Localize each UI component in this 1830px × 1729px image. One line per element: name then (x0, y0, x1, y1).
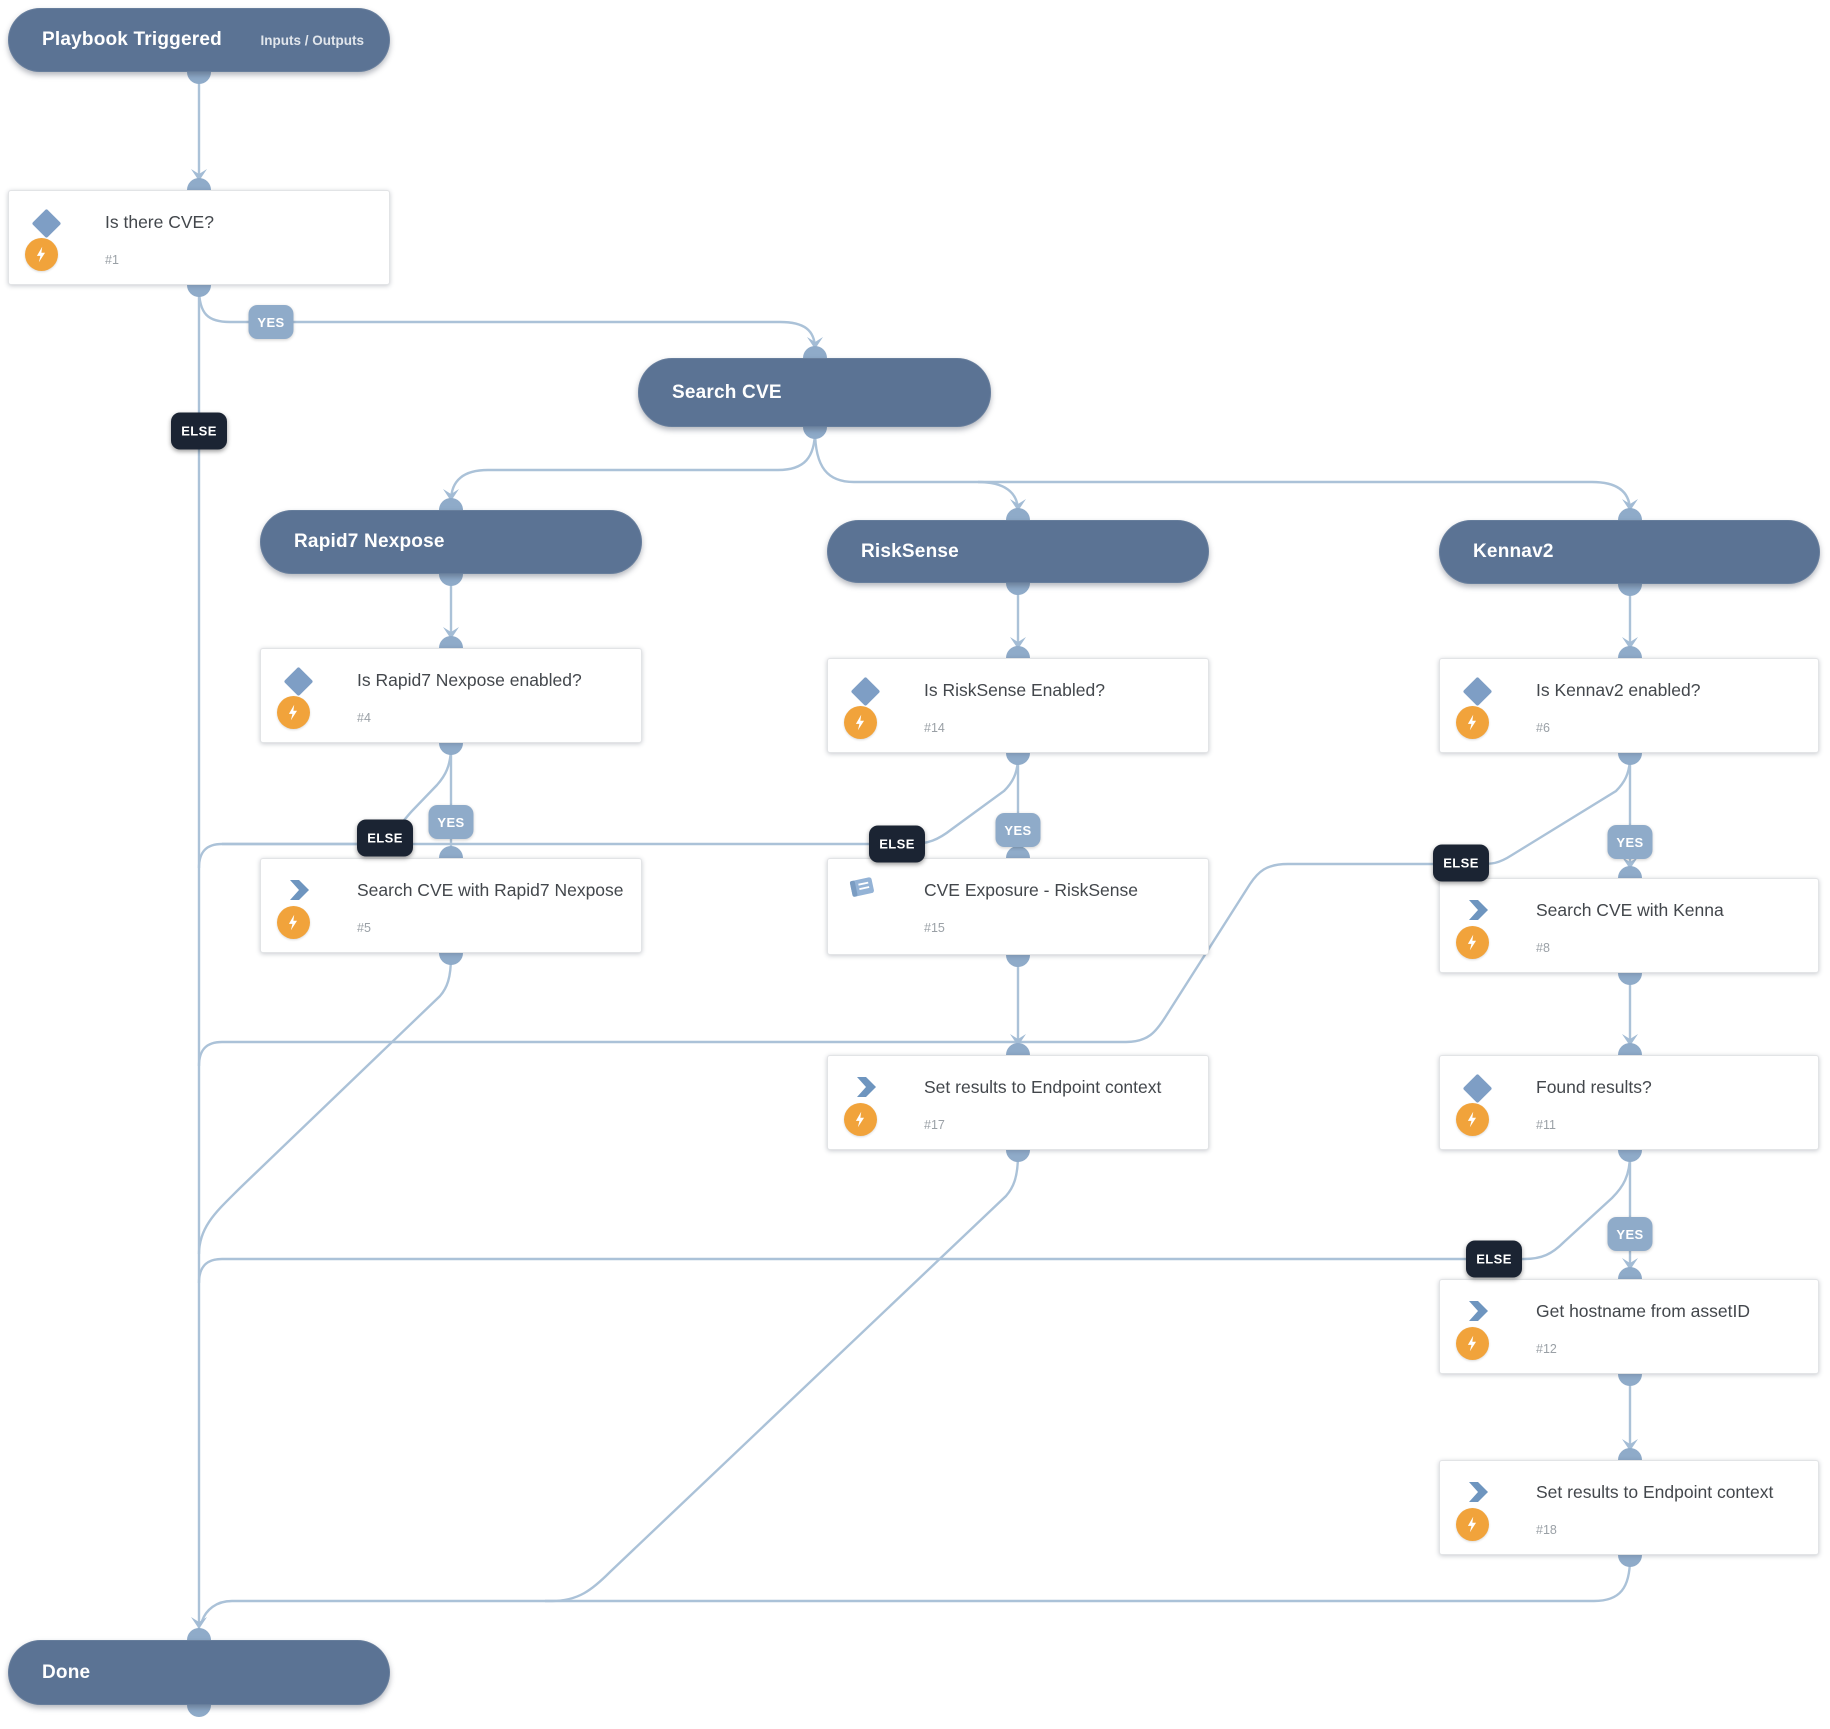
task-title: Is Kennav2 enabled? (1536, 680, 1701, 700)
condition-icon (31, 208, 62, 239)
task-title: Search CVE with Kenna (1536, 900, 1724, 920)
edge-t11-else (197, 1153, 1632, 1284)
condition-icon (1462, 1073, 1493, 1104)
task-title: Is RiskSense Enabled? (924, 680, 1105, 700)
node-playbook-triggered[interactable]: Playbook Triggered Inputs / Outputs (8, 8, 390, 72)
task-is-there-cve[interactable]: Is there CVE? #1 (8, 190, 390, 285)
task-title: Is Rapid7 Nexpose enabled? (357, 670, 582, 690)
task-search-cve-rapid7[interactable]: Search CVE with Rapid7 Nexpose #5 (260, 858, 642, 953)
task-chevron-icon (290, 880, 309, 900)
task-is-kennav2-enabled[interactable]: Is Kennav2 enabled? #6 (1439, 658, 1819, 753)
task-number: #6 (1536, 721, 1550, 735)
automation-bolt-icon (1456, 1103, 1489, 1136)
condition-icon (850, 676, 881, 707)
edge-fork-right (813, 429, 1632, 512)
arrowheads (191, 169, 1638, 1629)
branch-label-yes-t14[interactable]: YES (995, 813, 1041, 847)
branch-label-else-t11[interactable]: ELSE (1466, 1240, 1522, 1278)
condition-icon (283, 666, 314, 697)
task-number: #5 (357, 921, 371, 935)
automation-bolt-icon (844, 1103, 877, 1136)
task-set-results-endpoint-kenna[interactable]: Set results to Endpoint context #18 (1439, 1460, 1819, 1555)
task-number: #12 (1536, 1342, 1557, 1356)
automation-bolt-icon (844, 706, 877, 739)
task-title: Search CVE with Rapid7 Nexpose (357, 880, 624, 900)
automation-bolt-icon (1456, 926, 1489, 959)
node-search-cve[interactable]: Search CVE (638, 358, 991, 427)
node-title: Kennav2 (1473, 541, 1554, 562)
automation-bolt-icon (1456, 1508, 1489, 1541)
node-risksense[interactable]: RiskSense (827, 520, 1209, 583)
automation-bolt-icon (1456, 706, 1489, 739)
task-number: #1 (105, 253, 119, 267)
task-is-risksense-enabled[interactable]: Is RiskSense Enabled? #14 (827, 658, 1209, 753)
branch-label-yes-t11[interactable]: YES (1607, 1217, 1653, 1251)
task-number: #15 (924, 921, 945, 935)
node-title: RiskSense (861, 540, 959, 562)
sub-playbook-book-icon (849, 877, 874, 897)
edge-t17-out (545, 1153, 1020, 1603)
branch-label-else-t1[interactable]: ELSE (171, 412, 227, 450)
automation-bolt-icon (277, 696, 310, 729)
task-number: #17 (924, 1118, 945, 1132)
automation-bolt-icon (25, 238, 58, 271)
task-cve-exposure-risksense[interactable]: CVE Exposure - RiskSense #15 (827, 858, 1209, 955)
edge-t18-out (200, 1557, 1632, 1622)
branch-label-yes-t1[interactable]: YES (248, 305, 294, 339)
task-number: #18 (1536, 1523, 1557, 1537)
task-number: #8 (1536, 941, 1550, 955)
task-found-results[interactable]: Found results? #11 (1439, 1055, 1819, 1150)
branch-label-else-t6[interactable]: ELSE (1433, 844, 1489, 882)
task-chevron-icon (1469, 900, 1488, 920)
task-title: Set results to Endpoint context (924, 1077, 1162, 1097)
inputs-outputs-link[interactable]: Inputs / Outputs (260, 32, 365, 48)
task-chevron-icon (857, 1077, 876, 1097)
task-is-rapid7-enabled[interactable]: Is Rapid7 Nexpose enabled? #4 (260, 648, 642, 743)
task-title: Get hostname from assetID (1536, 1301, 1750, 1321)
task-get-hostname-from-assetid[interactable]: Get hostname from assetID #12 (1439, 1279, 1819, 1374)
task-title: CVE Exposure - RiskSense (924, 880, 1138, 900)
branch-label-else-t14[interactable]: ELSE (869, 825, 925, 863)
edge-t1-yes (197, 287, 817, 350)
automation-bolt-icon (1456, 1327, 1489, 1360)
task-number: #14 (924, 721, 945, 735)
node-title: Done (42, 1661, 91, 1683)
branch-label-else-t4[interactable]: ELSE (357, 819, 413, 857)
edge-fork-left (449, 429, 817, 502)
branch-label-yes-t4[interactable]: YES (428, 805, 474, 839)
task-set-results-endpoint-risksense[interactable]: Set results to Endpoint context #17 (827, 1055, 1209, 1150)
node-title: Search CVE (672, 381, 782, 403)
node-title: Playbook Triggered (42, 29, 222, 50)
node-done[interactable]: Done (8, 1640, 390, 1705)
task-number: #4 (357, 711, 371, 725)
edge-fork-middle (977, 480, 1020, 512)
branch-label-yes-t6[interactable]: YES (1607, 825, 1653, 859)
task-chevron-icon (1469, 1301, 1488, 1321)
node-title: Rapid7 Nexpose (294, 531, 445, 552)
condition-icon (1462, 676, 1493, 707)
task-number: #11 (1536, 1118, 1556, 1132)
task-chevron-icon (1469, 1482, 1488, 1502)
node-kennav2[interactable]: Kennav2 (1439, 520, 1820, 584)
edge-t4-else (197, 745, 453, 869)
automation-bolt-icon (277, 906, 310, 939)
task-title: Set results to Endpoint context (1536, 1482, 1774, 1502)
task-title: Is there CVE? (105, 212, 214, 232)
node-rapid7-nexpose[interactable]: Rapid7 Nexpose (260, 510, 642, 574)
task-title: Found results? (1536, 1077, 1652, 1097)
edge-t6-else (197, 755, 1632, 1067)
task-search-cve-kenna[interactable]: Search CVE with Kenna #8 (1439, 878, 1819, 973)
edge-t5-out (197, 955, 453, 1255)
